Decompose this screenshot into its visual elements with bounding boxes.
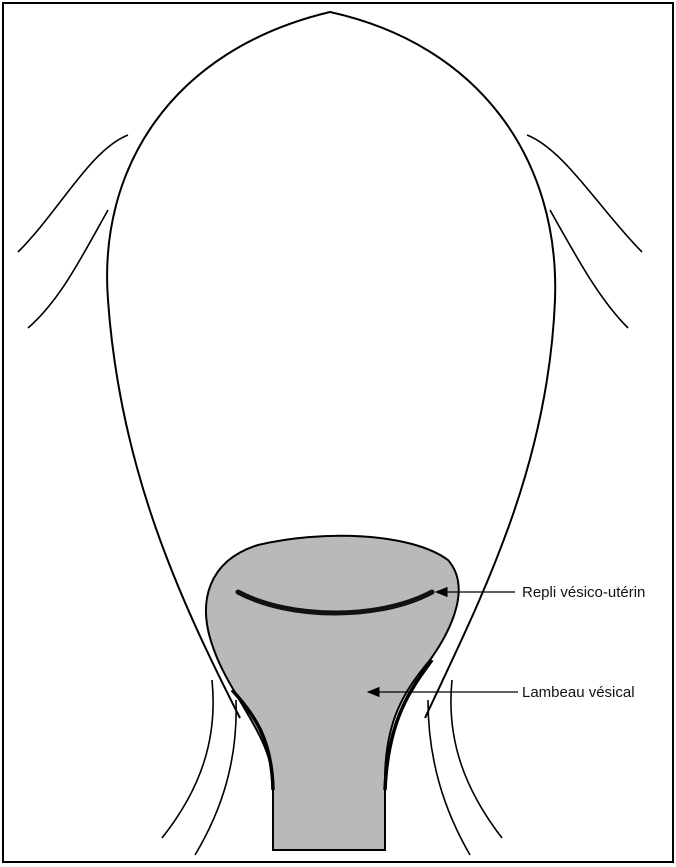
fold-label: Repli vésico-utérin	[522, 584, 645, 601]
flap-label: Lambeau vésical	[522, 684, 635, 701]
